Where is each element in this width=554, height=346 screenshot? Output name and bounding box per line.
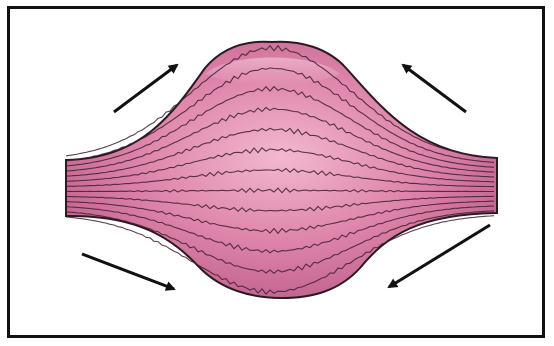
- arrow-up-left: [114, 65, 177, 112]
- arrow-down-left: [82, 254, 174, 289]
- arrow-up-right: [403, 65, 466, 112]
